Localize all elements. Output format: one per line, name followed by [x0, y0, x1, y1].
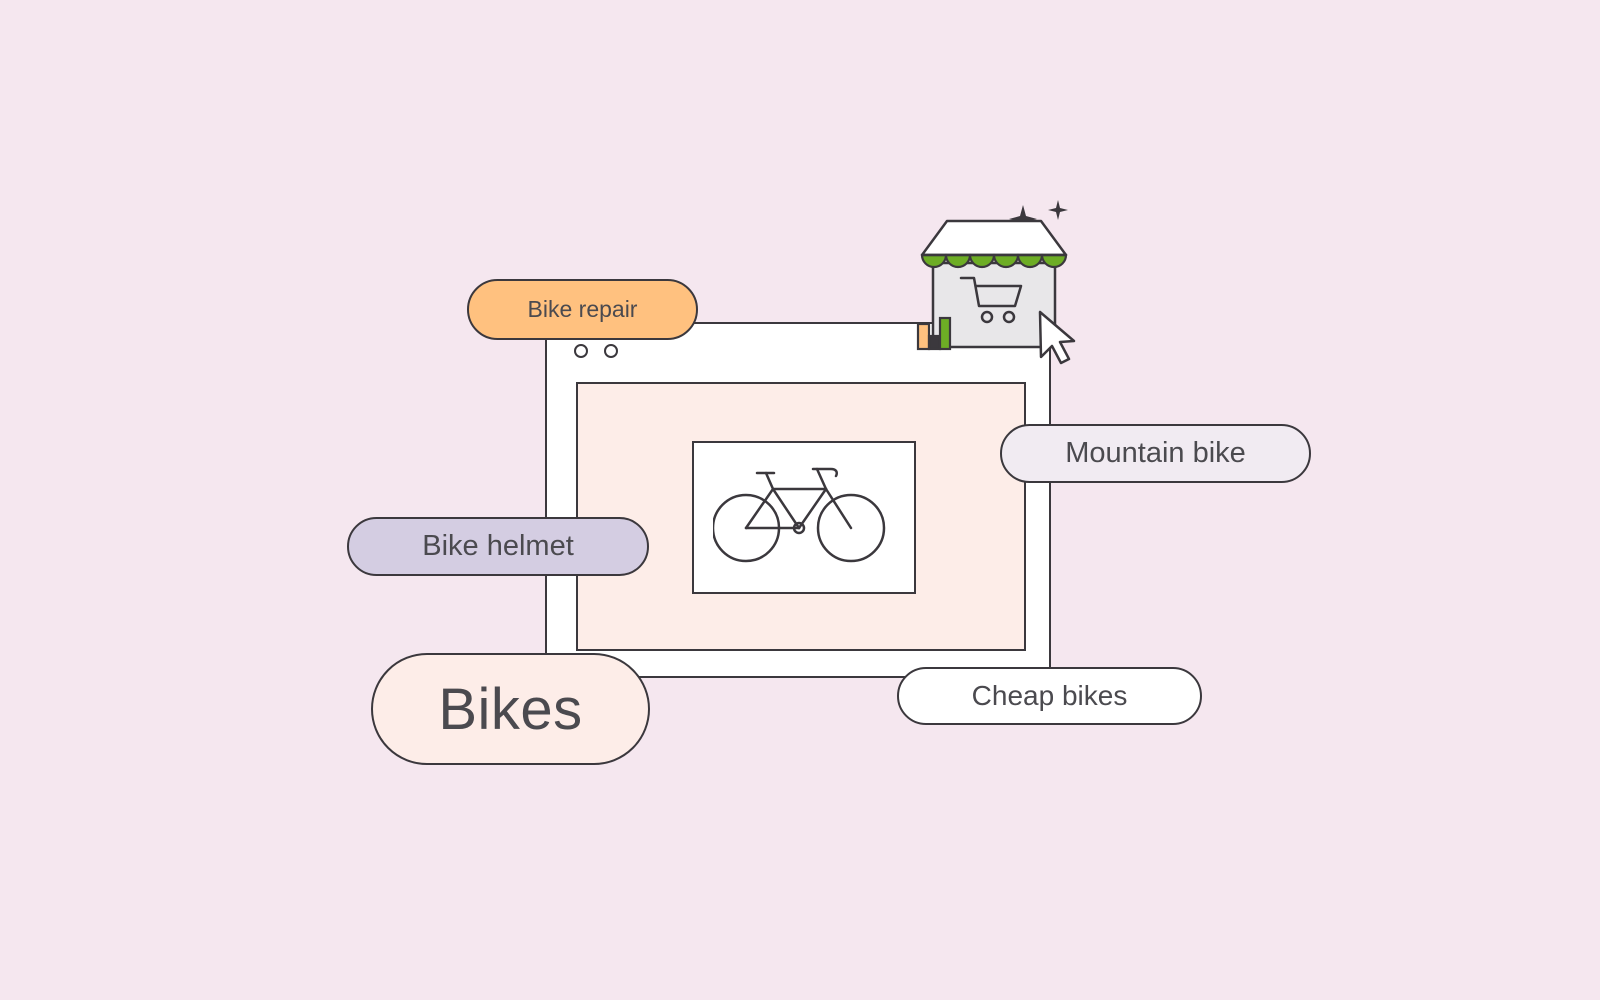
store-icon — [913, 200, 1089, 370]
keyword-label: Mountain bike — [1065, 437, 1246, 469]
cursor-icon — [1038, 310, 1076, 365]
bicycle-icon — [713, 467, 886, 563]
sparkle-icon — [1009, 200, 1068, 233]
window-control-dot — [604, 344, 618, 358]
shopping-cart-icon — [959, 276, 1023, 324]
keyword-label: Cheap bikes — [971, 680, 1128, 711]
keyword-pill-cheap-bikes: Cheap bikes — [897, 667, 1202, 725]
keyword-pill-mountain-bike: Mountain bike — [1000, 424, 1311, 483]
bike-image-card — [692, 441, 916, 594]
keyword-pill-bike-repair: Bike repair — [467, 279, 698, 340]
browser-window — [545, 322, 1051, 678]
keyword-label: Bike repair — [527, 296, 638, 322]
keyword-pill-bikes: Bikes — [371, 653, 650, 765]
window-control-dot — [574, 344, 588, 358]
bar-chart-icon — [916, 316, 952, 351]
keyword-pill-bike-helmet: Bike helmet — [347, 517, 649, 576]
browser-content-panel — [576, 382, 1026, 651]
keyword-label: Bikes — [438, 676, 583, 742]
keyword-label: Bike helmet — [422, 530, 574, 562]
